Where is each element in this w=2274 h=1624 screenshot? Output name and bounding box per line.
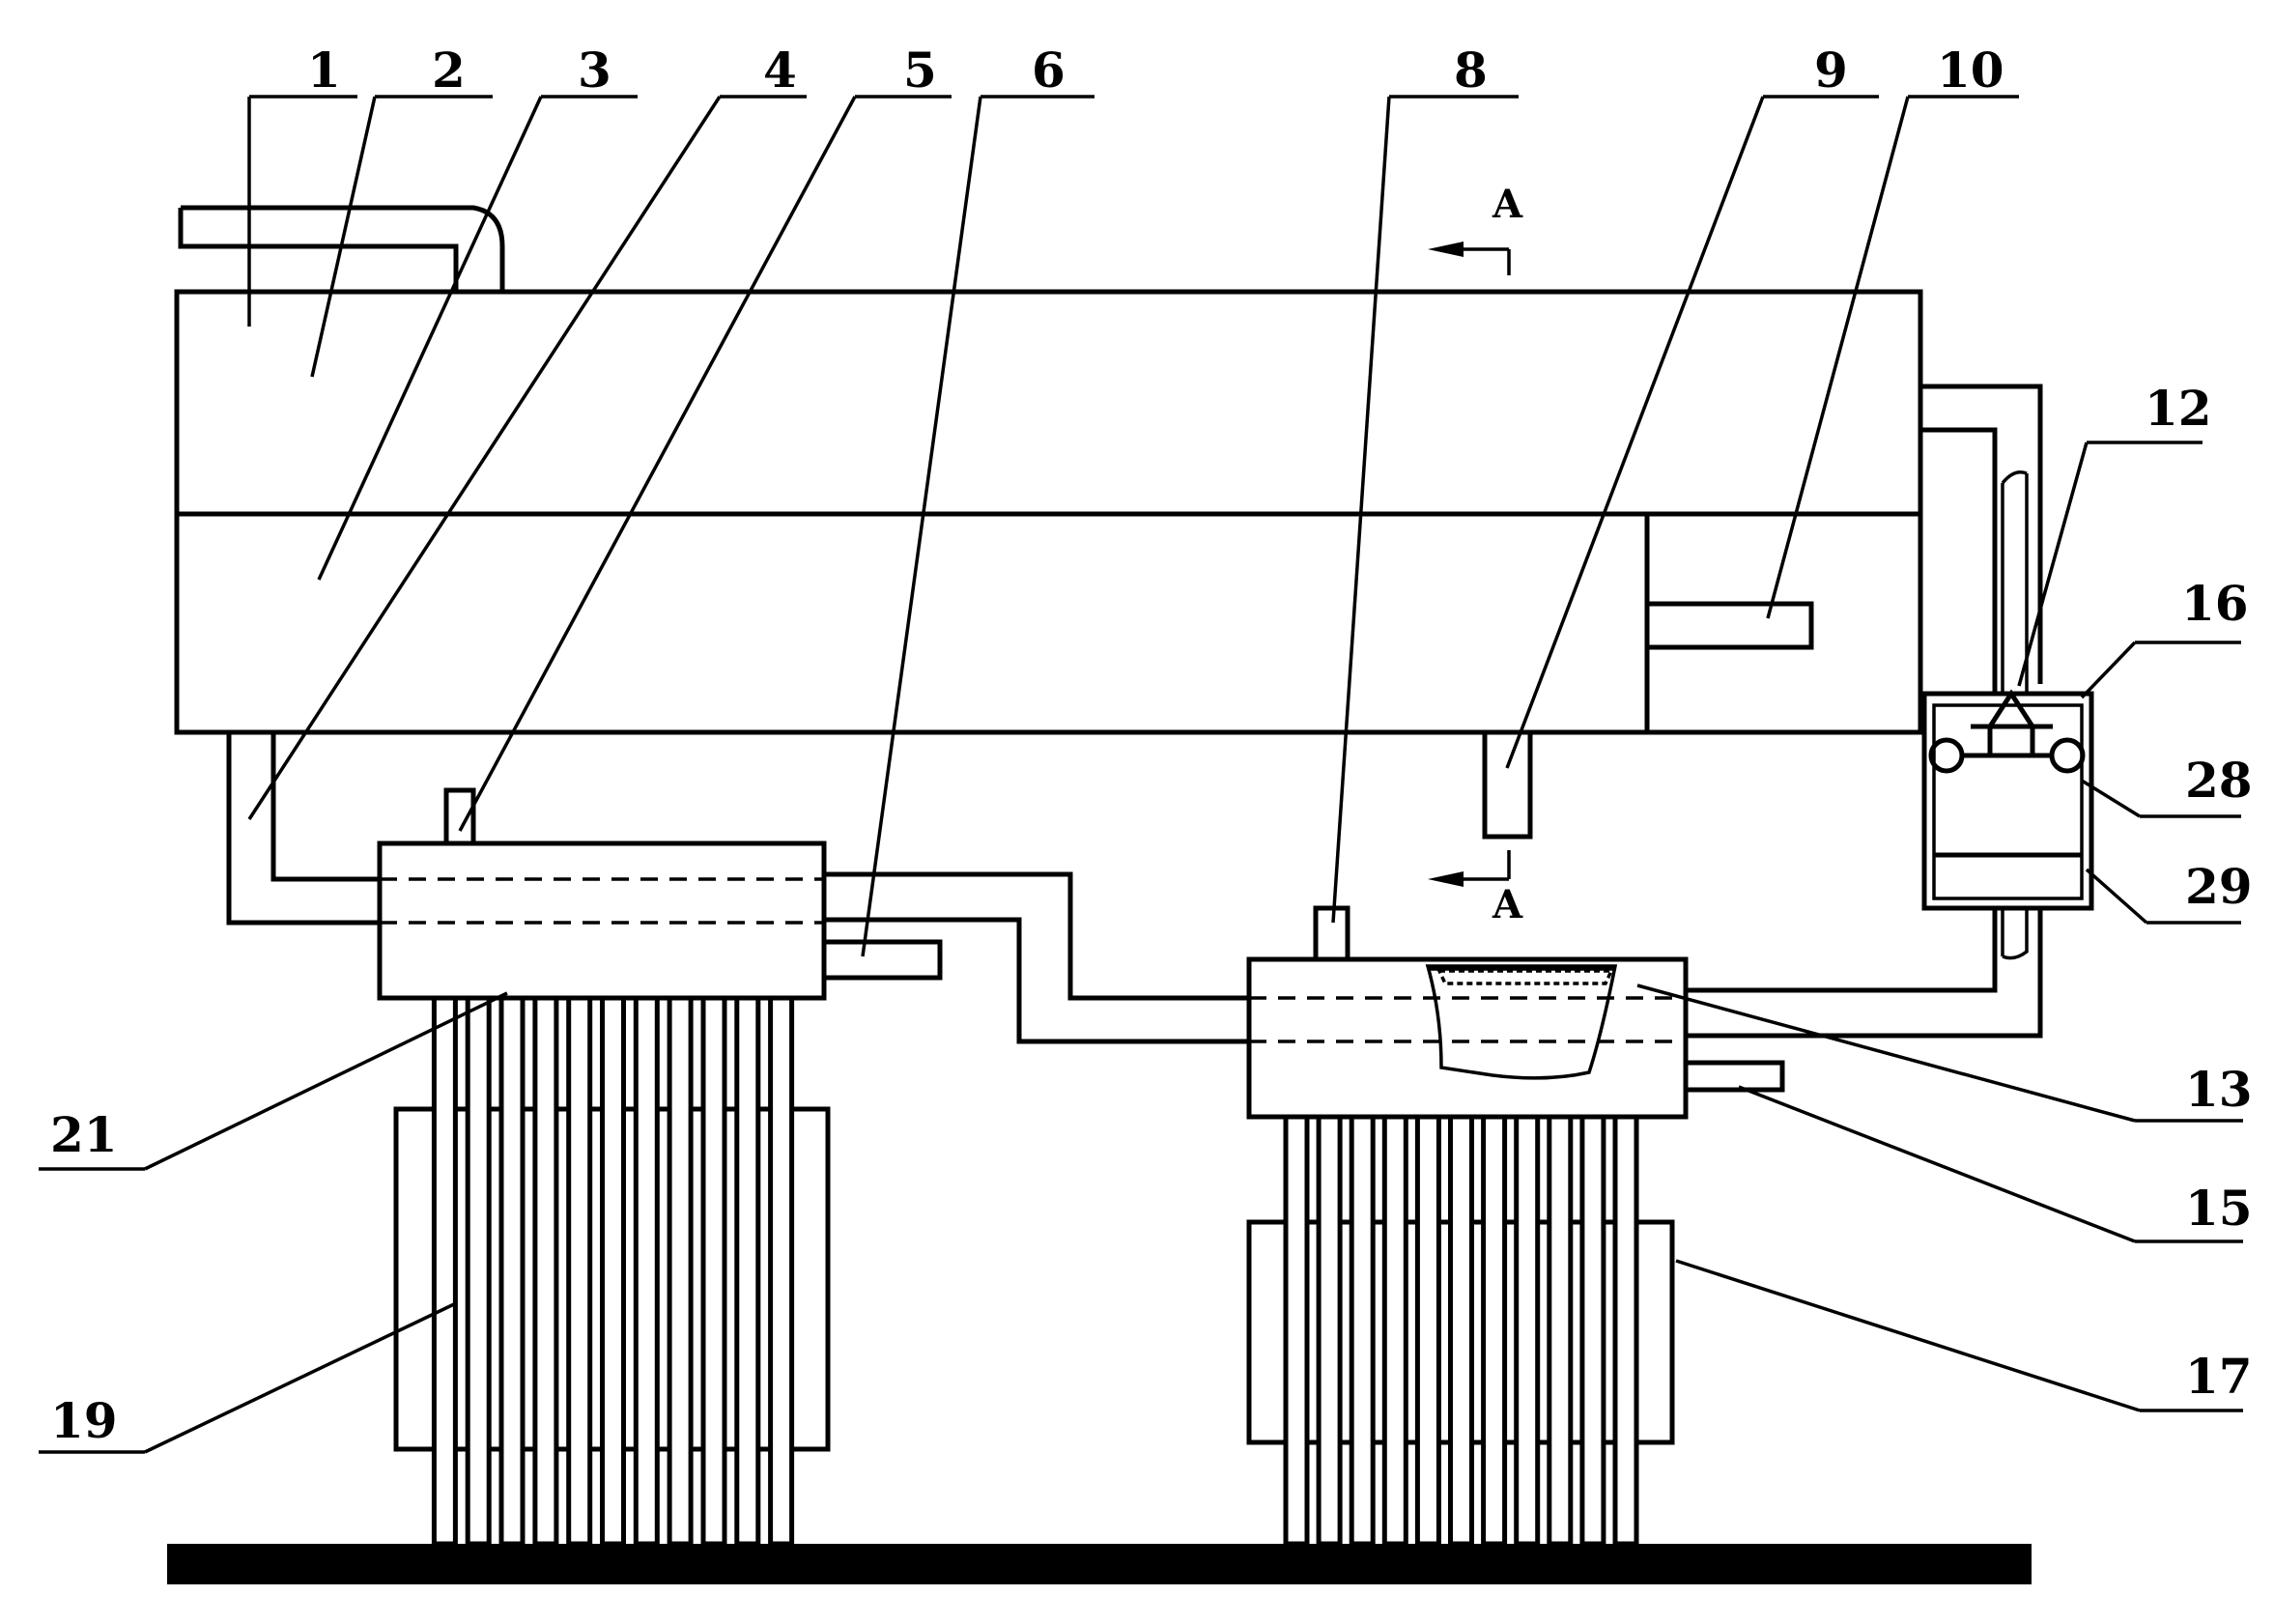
label-19: 19 xyxy=(50,1392,118,1449)
section-marker-bottom: A xyxy=(1428,850,1523,927)
label-3: 3 xyxy=(578,42,611,99)
left-collector-array xyxy=(393,995,831,1547)
vacuum-tube xyxy=(1547,1114,1574,1547)
label-13: 13 xyxy=(2185,1061,2253,1118)
valve-lower-pipe xyxy=(1686,908,2043,1039)
vacuum-tube xyxy=(532,995,559,1547)
label-17: 17 xyxy=(2185,1348,2253,1405)
vacuum-tube xyxy=(600,995,626,1547)
label-1: 1 xyxy=(307,42,341,99)
outlet-6 xyxy=(821,939,943,981)
vent-5 xyxy=(443,787,476,846)
section-label-top: A xyxy=(1492,182,1523,227)
vacuum-tube xyxy=(465,995,492,1547)
ground-plate xyxy=(167,1544,2032,1584)
vent-8 xyxy=(1313,905,1350,962)
vacuum-tube xyxy=(1448,1114,1474,1547)
vacuum-tube xyxy=(633,995,660,1547)
vacuum-tube xyxy=(1283,1114,1310,1547)
outlet-15 xyxy=(1683,1060,1785,1093)
tank-to-header-pipe xyxy=(226,732,380,926)
label-8: 8 xyxy=(1454,42,1488,99)
vacuum-tube xyxy=(1316,1114,1343,1547)
label-10: 10 xyxy=(1937,42,2004,99)
label-9: 9 xyxy=(1814,42,1848,99)
right-header xyxy=(1246,956,1689,1120)
label-21: 21 xyxy=(50,1106,118,1163)
vacuum-tube xyxy=(1381,1114,1408,1547)
vacuum-tube xyxy=(566,995,593,1547)
inlet-pipe xyxy=(178,205,505,292)
vacuum-tube xyxy=(1612,1114,1639,1547)
label-2: 2 xyxy=(432,42,466,99)
leader-lines xyxy=(39,95,2243,1454)
vacuum-tube xyxy=(667,995,694,1547)
label-12: 12 xyxy=(2145,380,2212,437)
vacuum-tube xyxy=(1349,1114,1376,1547)
label-15: 15 xyxy=(2185,1180,2253,1237)
vacuum-tube xyxy=(734,995,761,1547)
outlet-10 xyxy=(1644,601,1814,650)
vacuum-tube xyxy=(700,995,727,1547)
main-tank xyxy=(174,289,1923,735)
vacuum-tube xyxy=(498,995,526,1547)
section-marker-top: A xyxy=(1428,182,1523,275)
label-28: 28 xyxy=(2185,752,2253,809)
left-header xyxy=(377,840,827,1001)
right-collector-array xyxy=(1246,1114,1675,1547)
vacuum-tube xyxy=(768,995,795,1547)
vacuum-tube xyxy=(1514,1114,1541,1547)
header-connecting-pipe xyxy=(824,871,1249,1044)
vacuum-tube xyxy=(1579,1114,1606,1547)
valve-box xyxy=(1921,689,2094,911)
label-29: 29 xyxy=(2185,858,2253,915)
vacuum-tube xyxy=(1481,1114,1508,1547)
vacuum-tube xyxy=(1414,1114,1441,1547)
label-5: 5 xyxy=(903,42,937,99)
label-16: 16 xyxy=(2181,575,2249,632)
right-circulation-pipe xyxy=(1920,384,2043,696)
label-6: 6 xyxy=(1032,42,1066,99)
vacuum-tube xyxy=(431,995,458,1547)
part-labels: 1 2 3 4 5 6 8 9 10 12 16 28 29 13 15 17 … xyxy=(50,42,2253,1449)
label-4: 4 xyxy=(763,42,797,99)
section-label-bottom: A xyxy=(1492,882,1523,927)
drain-9 xyxy=(1482,729,1533,840)
